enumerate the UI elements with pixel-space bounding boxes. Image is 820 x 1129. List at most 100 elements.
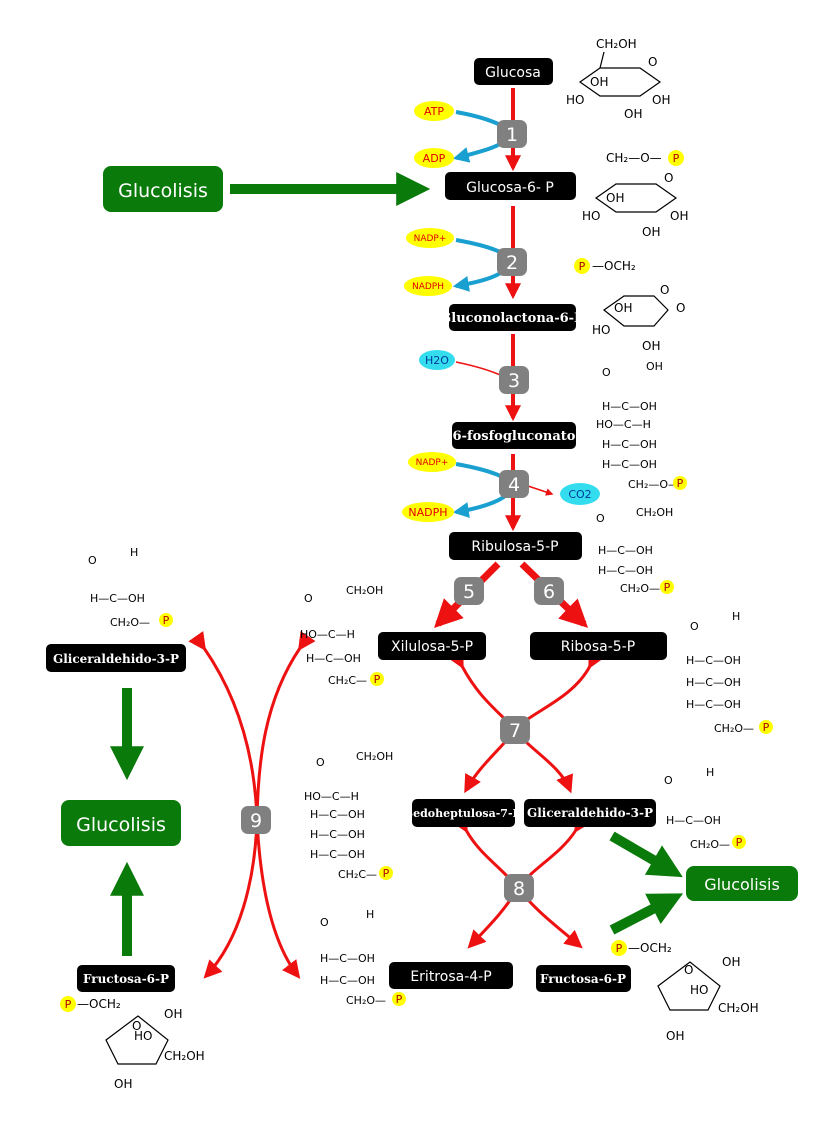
svg-text:H—C—OH: H—C—OH [602,400,657,413]
svg-text:CH₂OH: CH₂OH [356,750,393,763]
svg-text:Glucosa-6- P: Glucosa-6- P [466,180,554,196]
structure-gluconolactone: P —OCH₂ O O OH HO OH [574,258,685,353]
svg-text:O: O [690,620,699,633]
svg-text:OH: OH [164,1007,182,1021]
svg-text:OH: OH [114,1077,132,1091]
svg-text:P: P [673,152,680,165]
label-xilulosa-5-p: Xilulosa-5-P [378,632,486,660]
svg-text:OH: OH [722,955,740,969]
svg-text:CH₂OH: CH₂OH [596,37,637,51]
step-badge-1: 1 [497,120,527,148]
svg-text:OH: OH [642,339,660,353]
svg-text:H—C—OH: H—C—OH [306,652,361,665]
svg-text:P: P [763,721,770,734]
svg-text:6-fosfogluconato: 6-fosfogluconato [453,429,576,444]
metabolite-labels: Glucosa Glucosa-6- P Gluconolactona-6-P … [46,58,667,992]
step-badge-3: 3 [499,366,529,394]
step-badge-6: 6 [534,577,564,605]
svg-text:Ribosa-5-P: Ribosa-5-P [561,639,635,655]
structure-fructose-right: P —OCH₂ O OH HO CH₂OH OH [611,940,759,1043]
svg-text:NADP+: NADP+ [414,234,447,244]
svg-text:O: O [602,366,611,379]
svg-text:H: H [366,908,374,921]
svg-text:H—C—OH: H—C—OH [686,654,741,667]
label-eritrosa-4-p: Eritrosa-4-P [389,962,513,989]
svg-text:OH: OH [652,93,670,107]
svg-text:NADPH: NADPH [408,506,447,519]
svg-text:O: O [304,592,313,605]
label-glucosa: Glucosa [474,58,553,85]
svg-text:H—C—OH: H—C—OH [320,952,375,965]
structure-glucose: CH₂OH O HO OH OH OH [566,37,670,121]
svg-text:H—C—OH: H—C—OH [602,438,657,451]
svg-text:CH₂O—: CH₂O— [346,994,386,1007]
svg-text:P: P [616,942,623,955]
svg-text:CH₂C—: CH₂C— [328,674,367,687]
svg-text:Glucolisis: Glucolisis [76,814,166,836]
svg-text:HO: HO [582,209,600,223]
svg-text:O: O [684,963,693,977]
label-fructosa-6-p-left: Fructosa-6-P [77,965,175,992]
svg-text:OH: OH [590,75,608,89]
svg-text:Fructosa-6-P: Fructosa-6-P [83,972,169,986]
cofactor-nadp-2: NADP+ [408,452,456,472]
label-glucosa-6-p: Glucosa-6- P [445,172,576,200]
svg-text:OH: OH [624,107,642,121]
svg-text:Gliceraldehido-3-P: Gliceraldehido-3-P [53,652,179,666]
svg-text:3: 3 [508,370,520,392]
svg-text:P: P [374,673,381,686]
structure-glucose-6-p: CH₂—O— P O HO OH OH OH [582,150,688,239]
svg-text:CH₂—O—: CH₂—O— [606,151,662,165]
svg-text:HO: HO [566,93,584,107]
svg-text:Gluconolactona-6-P: Gluconolactona-6-P [440,311,584,326]
svg-text:P: P [163,614,170,627]
step-badge-9: 9 [241,806,271,834]
svg-text:H—C—OH: H—C—OH [320,974,375,987]
svg-text:5: 5 [463,581,475,603]
svg-text:HO—C—H: HO—C—H [304,790,359,803]
svg-text:CH₂—O—: CH₂—O— [628,478,679,491]
cofactor-adp: ADP [414,148,454,168]
label-gliceraldehido-3-p-right: Gliceraldehido-3-P [524,799,656,827]
svg-text:1: 1 [506,124,518,146]
svg-text:7: 7 [509,720,521,742]
svg-text:H—C—OH: H—C—OH [686,698,741,711]
step-badge-5: 5 [454,577,484,605]
glucolisis-box-top: Glucolisis [103,166,223,212]
svg-text:O: O [596,512,605,525]
svg-text:P: P [383,867,390,880]
svg-text:4: 4 [508,474,520,496]
svg-text:Glucosa: Glucosa [485,65,541,81]
svg-text:—OCH₂: —OCH₂ [77,997,121,1011]
cofactor-nadp-1: NADP+ [406,228,454,248]
cofactor-nadph-2: NADPH [402,502,454,522]
svg-text:O: O [316,756,325,769]
structure-ribose-5-p: OH H—C—OH H—C—OH H—C—OH CH₂O— P [686,610,773,735]
glucolisis-box-left: Glucolisis [61,800,181,846]
step-badge-8: 8 [504,874,534,902]
svg-text:NADP+: NADP+ [416,458,449,468]
svg-text:OH: OH [666,1029,684,1043]
svg-text:CH₂OH: CH₂OH [346,584,383,597]
svg-text:OH: OH [614,301,632,315]
svg-text:CH₂O—: CH₂O— [620,582,660,595]
svg-text:O: O [132,1019,141,1033]
svg-text:2: 2 [506,252,518,274]
svg-text:Glucolisis: Glucolisis [704,875,780,894]
svg-text:H: H [130,546,138,559]
label-6-fosfogluconato: 6-fosfogluconato [452,422,576,449]
svg-text:CH₂OH: CH₂OH [718,1001,759,1015]
label-gluconolactona-6-p: Gluconolactona-6-P [440,304,584,331]
svg-text:O: O [648,55,657,69]
label-ribosa-5-p: Ribosa-5-P [530,632,667,660]
svg-text:9: 9 [250,810,262,832]
svg-text:HO—C—H: HO—C—H [300,628,355,641]
svg-text:H—C—OH: H—C—OH [310,828,365,841]
svg-text:O: O [664,171,673,185]
step-badge-2: 2 [497,248,527,276]
svg-text:OH: OH [606,191,624,205]
svg-text:CH₂OH: CH₂OH [636,506,673,519]
svg-text:—OCH₂: —OCH₂ [592,259,636,273]
